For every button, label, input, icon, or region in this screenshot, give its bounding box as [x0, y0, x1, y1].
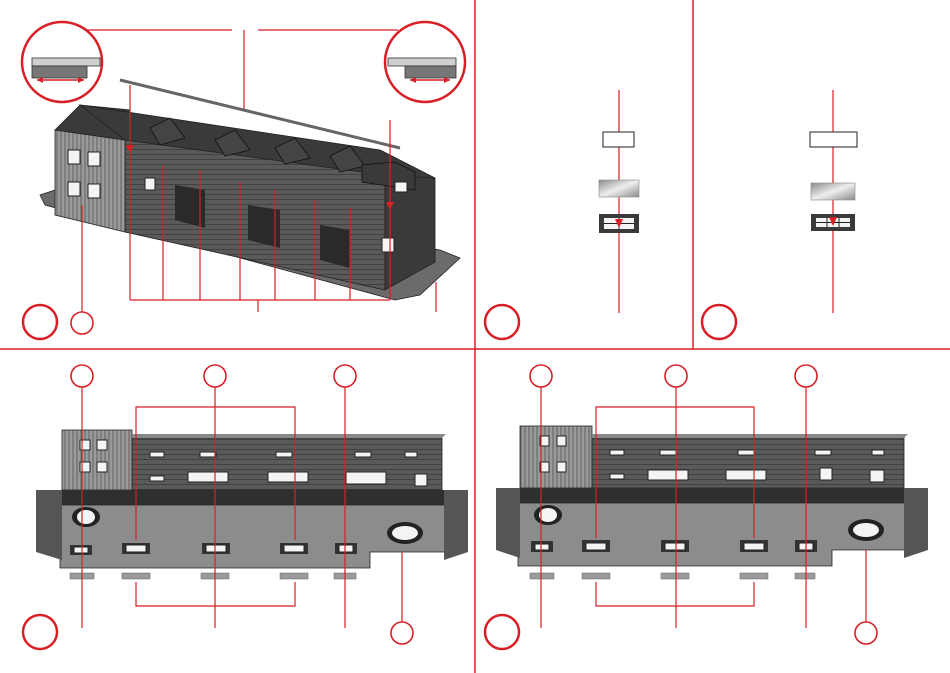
step-number-circle	[23, 305, 57, 339]
part-reference-circle	[530, 365, 552, 387]
label-blank	[810, 132, 857, 147]
panel-top-left	[22, 22, 465, 339]
panel-bottom-right	[485, 365, 928, 649]
step-number-circle	[485, 305, 519, 339]
part-reference-circle	[665, 365, 687, 387]
part-reference-circle	[204, 365, 226, 387]
panel-top-middle	[485, 90, 639, 339]
part-reference-circle	[855, 622, 877, 644]
part-reference-circle	[391, 622, 413, 644]
step-number-circle	[485, 615, 519, 649]
glazing-sheet	[811, 183, 855, 200]
building-rear-view	[36, 430, 468, 568]
part-reference-circle	[334, 365, 356, 387]
building-isometric	[40, 105, 460, 300]
magnifier-left	[22, 22, 102, 102]
part-reference-circle	[795, 365, 817, 387]
panel-top-right	[702, 90, 857, 339]
part-reference-circle	[71, 365, 93, 387]
panel-bottom-left	[23, 365, 468, 649]
glazing-sheet	[599, 180, 639, 197]
step-number-circle	[702, 305, 736, 339]
building-rear-view	[496, 426, 928, 566]
magnifier-right	[385, 22, 465, 102]
glazing-pieces	[530, 573, 815, 579]
step-number-circle	[23, 615, 57, 649]
part-reference-circle	[71, 312, 93, 334]
label-blank	[603, 132, 634, 147]
glazing-pieces	[70, 573, 356, 579]
